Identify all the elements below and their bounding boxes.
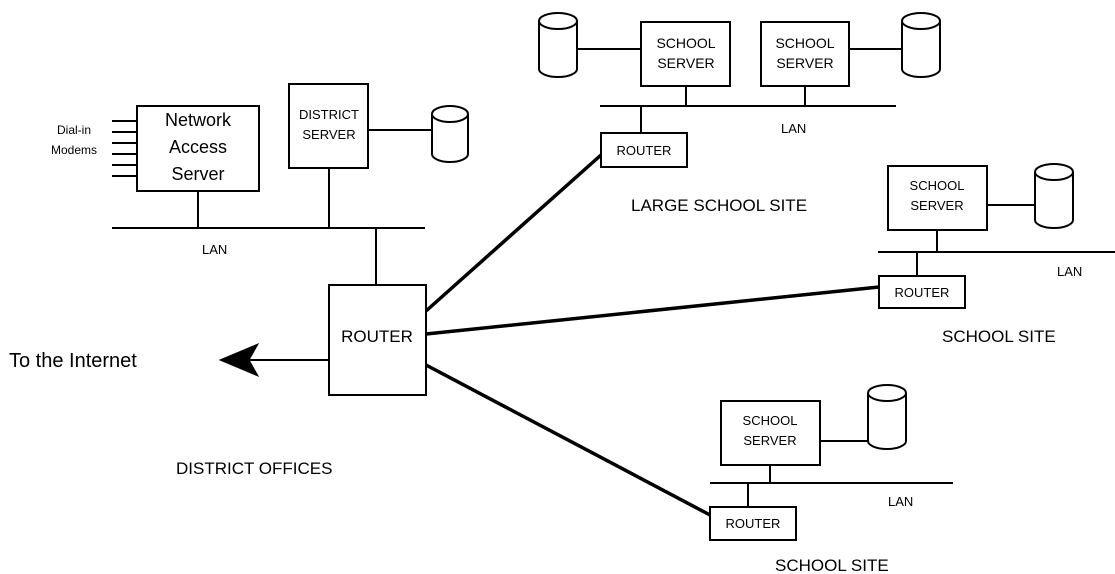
large-school-server-1 (640, 21, 731, 87)
district-router (328, 284, 427, 396)
large-school-server-1-label-1: SCHOOL (656, 35, 715, 51)
school-site-2-router (709, 506, 797, 541)
school-site-1-router (878, 275, 966, 309)
district-server-label-2: SERVER (302, 127, 355, 142)
dial-in-label: Dial-in (57, 123, 91, 137)
large-school-server-1-label-2: SERVER (657, 55, 714, 71)
district-lan-label: LAN (202, 242, 227, 257)
modems-label: Modems (51, 143, 97, 157)
internet-label: To the Internet (9, 350, 137, 372)
school-site-2-server (720, 400, 821, 466)
school-site-2-router-label: ROUTER (726, 516, 781, 531)
nas-label-1: Network (165, 110, 232, 130)
large-school-lan-label: LAN (781, 121, 806, 136)
large-school-database-2-icon (901, 12, 941, 78)
district-offices-label: DISTRICT OFFICES (176, 459, 332, 478)
district-router-label: ROUTER (341, 327, 413, 346)
large-school-server-2 (760, 21, 850, 87)
school-site-2-database-icon (867, 384, 907, 450)
large-school-site-label: LARGE SCHOOL SITE (631, 196, 807, 215)
district-server (288, 83, 369, 169)
school-site-1-database-icon (1034, 163, 1074, 229)
large-school-server-2-label-2: SERVER (776, 55, 833, 71)
large-school-router (600, 132, 688, 168)
dial-in-modem-lines (112, 120, 137, 177)
school-site-2-label: SCHOOL SITE (775, 556, 889, 574)
wan-links (424, 153, 880, 517)
school-site-2: SCHOOL SERVER LAN ROUTER SCHOOL SITE (709, 384, 953, 574)
nas-label-3: Server (171, 164, 224, 184)
school-site-1-label: SCHOOL SITE (942, 327, 1056, 346)
large-school-server-2-label-1: SCHOOL (775, 35, 834, 51)
arrow-left-icon (218, 342, 329, 378)
school-site-2-server-label-2: SERVER (743, 433, 796, 448)
large-school-router-label: ROUTER (617, 143, 672, 158)
large-school-site: SCHOOL SERVER SCHOOL SERVER LAN ROUTER L… (538, 12, 941, 215)
district-database-icon (431, 105, 469, 163)
school-site-1-server (887, 165, 988, 231)
school-site-1-server-label-2: SERVER (910, 198, 963, 213)
school-site-1-lan-label: LAN (1057, 264, 1082, 279)
nas-label-2: Access (169, 137, 227, 157)
district-offices: Dial-in Modems Network Access Server DIS… (9, 83, 469, 478)
large-school-database-1-icon (538, 12, 578, 78)
school-site-1-router-label: ROUTER (895, 285, 950, 300)
school-site-1-server-label-1: SCHOOL (910, 178, 965, 193)
district-server-label-1: DISTRICT (299, 107, 359, 122)
school-site-2-lan-label: LAN (888, 494, 913, 509)
school-site-2-server-label-1: SCHOOL (743, 413, 798, 428)
school-site-1: SCHOOL SERVER LAN ROUTER SCHOOL SITE (878, 163, 1115, 346)
